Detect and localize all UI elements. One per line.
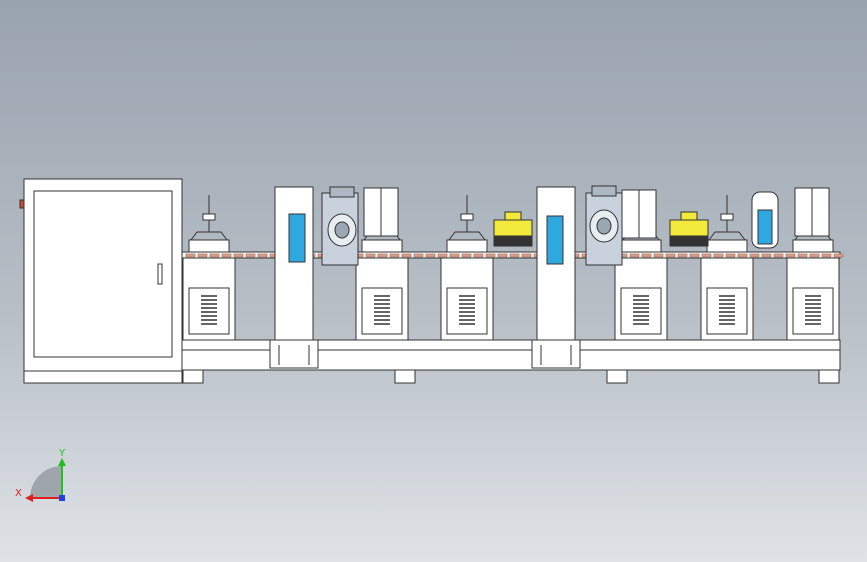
- conveyor-roller: [401, 253, 412, 258]
- conveyor-roller: [713, 253, 724, 258]
- conveyor-roller: [245, 253, 256, 258]
- conveyor-roller: [461, 253, 472, 258]
- station-module: [614, 195, 668, 341]
- conveyor-roller: [737, 253, 748, 258]
- conveyor-roller: [785, 253, 796, 258]
- conveyor-roller: [749, 253, 760, 258]
- lifting-column-right: [531, 186, 581, 369]
- conveyor-roller: [389, 253, 400, 258]
- conveyor-roller: [641, 253, 652, 258]
- conveyor-roller: [413, 253, 424, 258]
- conveyor-roller: [701, 253, 712, 258]
- conveyor-roller: [797, 253, 808, 258]
- conveyor-roller: [761, 253, 772, 258]
- conveyor-roller: [725, 253, 736, 258]
- conveyor-roller: [689, 253, 700, 258]
- conveyor-roller: [437, 253, 448, 258]
- conveyor-roller: [257, 253, 268, 258]
- coordinate-triad[interactable]: X Y: [15, 448, 66, 502]
- drive-motor-left: [321, 186, 359, 266]
- polishing-head-yellow-right: [669, 211, 709, 247]
- cabinet-side-knob: [19, 199, 25, 209]
- conveyor-roller: [821, 253, 832, 258]
- drive-motor-right: [585, 185, 623, 266]
- x-axis-arrowhead: [25, 494, 33, 502]
- conveyor-roller: [425, 253, 436, 258]
- conveyor-roller: [677, 253, 688, 258]
- x-axis-label: X: [15, 488, 22, 499]
- base-foot: [818, 369, 840, 384]
- triad-view-sector: [30, 466, 62, 498]
- conveyor-roller: [221, 253, 232, 258]
- polishing-stations: [182, 187, 840, 341]
- polishing-machine-line: [19, 178, 844, 384]
- station-cowl: [794, 187, 830, 237]
- z-axis-marker: [59, 495, 65, 501]
- conveyor-roller: [497, 253, 508, 258]
- conveyor-roller: [485, 253, 496, 258]
- conveyor-roller: [629, 253, 640, 258]
- conveyor-roller: [809, 253, 820, 258]
- cabinet-base: [23, 370, 183, 384]
- conveyor-roller: [833, 253, 844, 258]
- station-module: [786, 195, 840, 341]
- station-cowl: [363, 187, 399, 237]
- cabinet-door: [33, 190, 173, 358]
- station-cowl: [621, 189, 657, 239]
- conveyor-roller: [209, 253, 220, 258]
- conveyor-roller: [773, 253, 784, 258]
- conveyor-roller: [509, 253, 520, 258]
- station-module: [700, 195, 754, 341]
- polishing-head-yellow-left: [493, 211, 533, 247]
- conveyor-roller: [653, 253, 664, 258]
- station-module: [182, 195, 236, 341]
- conveyor-roller: [185, 253, 196, 258]
- conveyor-roller: [233, 253, 244, 258]
- conveyor-roller: [365, 253, 376, 258]
- base-foot: [182, 369, 204, 384]
- lifting-column-left: [269, 186, 319, 369]
- coolant-tank: [751, 191, 779, 249]
- base-foot: [606, 369, 628, 384]
- conveyor-roller: [665, 253, 676, 258]
- conveyor-roller: [449, 253, 460, 258]
- base-foot: [394, 369, 416, 384]
- conveyor-roller: [521, 253, 532, 258]
- conveyor-roller: [197, 253, 208, 258]
- conveyor-roller: [473, 253, 484, 258]
- station-module: [440, 195, 494, 341]
- y-axis-arrowhead: [58, 458, 66, 466]
- y-axis-label: Y: [58, 448, 66, 459]
- cabinet-handle: [157, 263, 163, 285]
- conveyor-roller: [377, 253, 388, 258]
